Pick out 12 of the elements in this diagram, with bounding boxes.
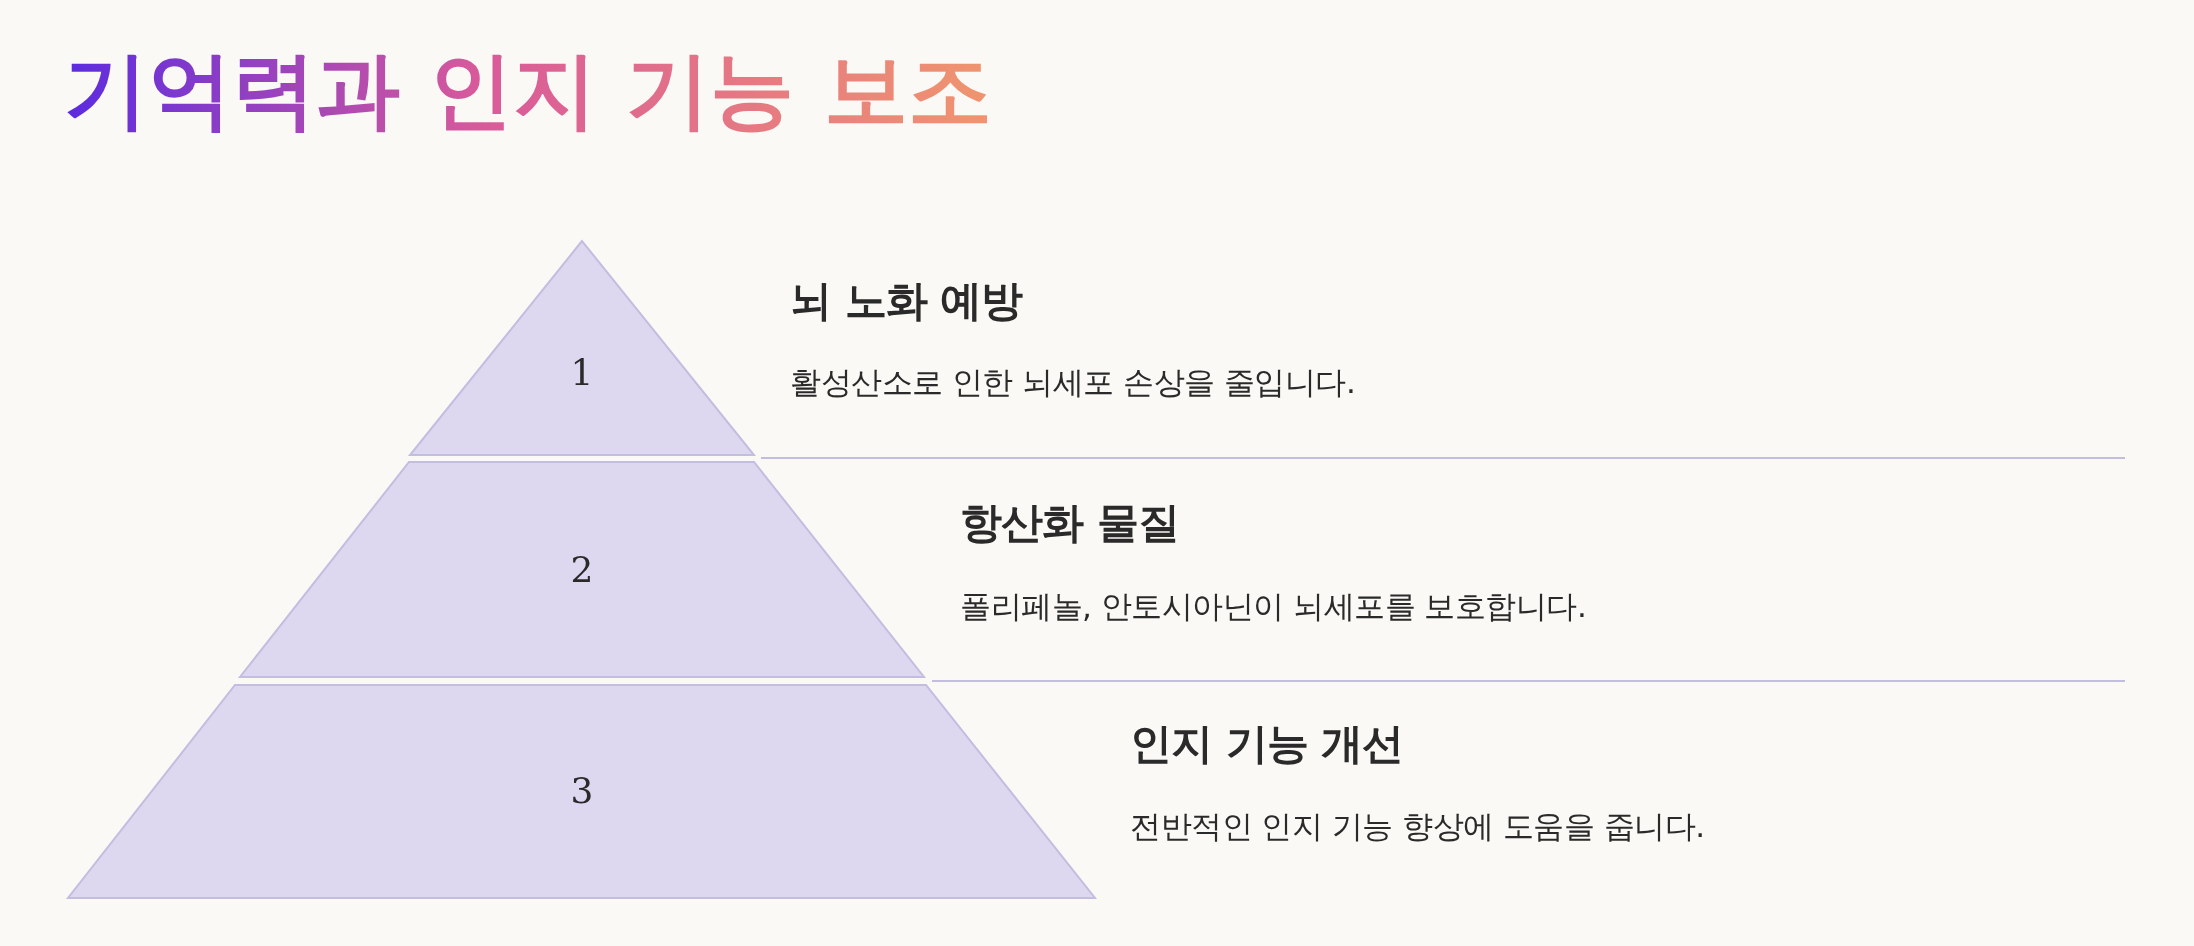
tier-number: 2 — [570, 552, 594, 588]
tier-heading: 항산화 물질 — [960, 498, 1179, 549]
pyramid-tier — [239, 461, 925, 678]
tier-number: 1 — [570, 355, 594, 391]
pyramid-tier — [67, 684, 1096, 899]
tier-number: 3 — [570, 773, 594, 809]
tier-heading: 뇌 노화 예방 — [790, 276, 1023, 327]
tier-description: 전반적인 인지 기능 향상에 도움을 줍니다. — [1130, 808, 1705, 846]
tier-heading: 인지 기능 개선 — [1130, 719, 1404, 770]
tier-description: 활성산소로 인한 뇌세포 손상을 줄입니다. — [790, 364, 1356, 402]
tier-description: 폴리페놀, 안토시아닌이 뇌세포를 보호합니다. — [960, 588, 1587, 626]
pyramid-tier — [409, 240, 755, 456]
